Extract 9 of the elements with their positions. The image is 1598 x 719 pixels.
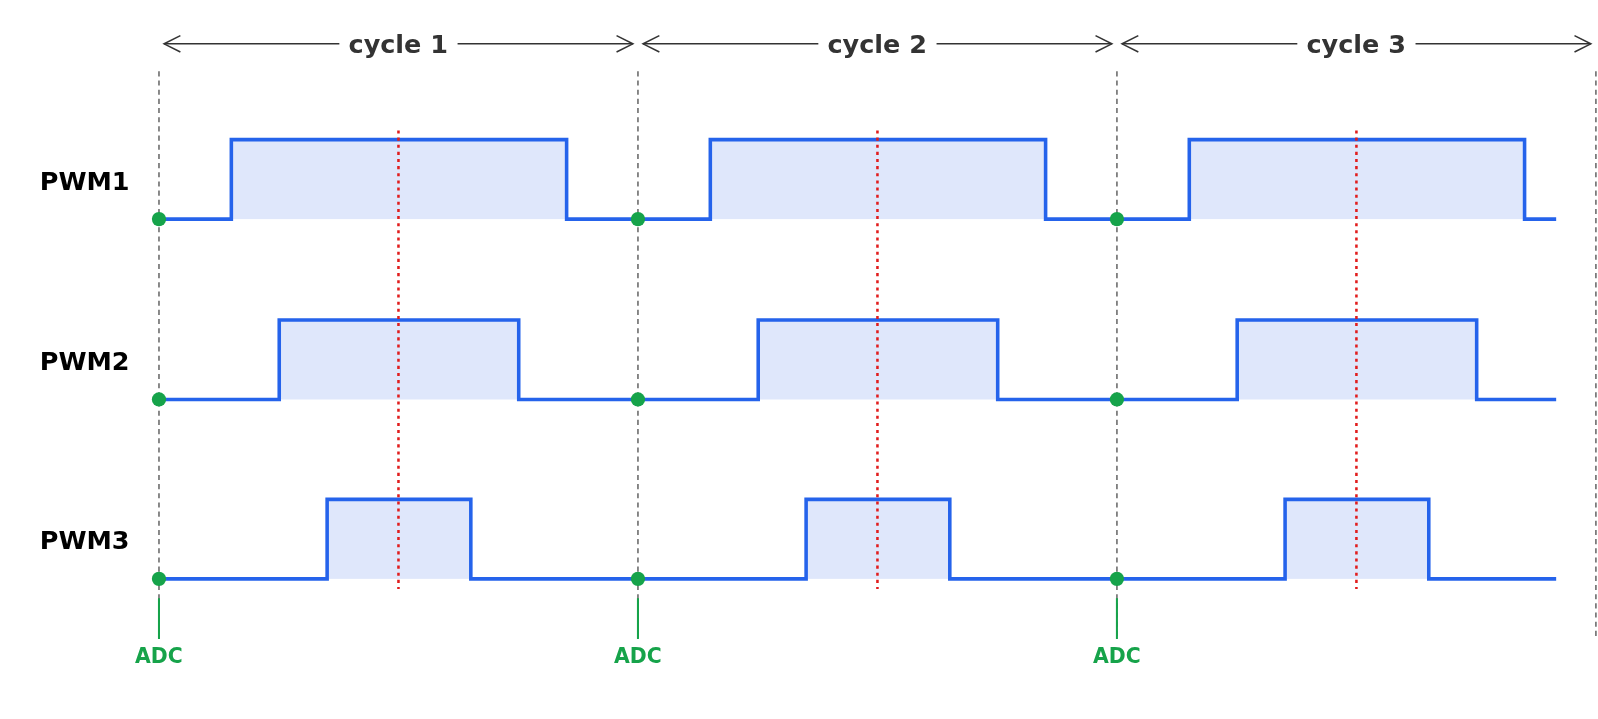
signal-label: PWM3 [39,527,130,553]
adc-label: ADC [614,646,662,667]
adc-label: ADC [1093,646,1141,667]
cycle-label: cycle 2 [827,31,927,57]
signal-label: PWM1 [39,167,130,194]
adc-label: ADC [135,646,183,667]
cycle-label: cycle 1 [348,31,448,57]
signal-label: PWM2 [39,348,130,374]
cycle-label: cycle 3 [1306,31,1406,57]
